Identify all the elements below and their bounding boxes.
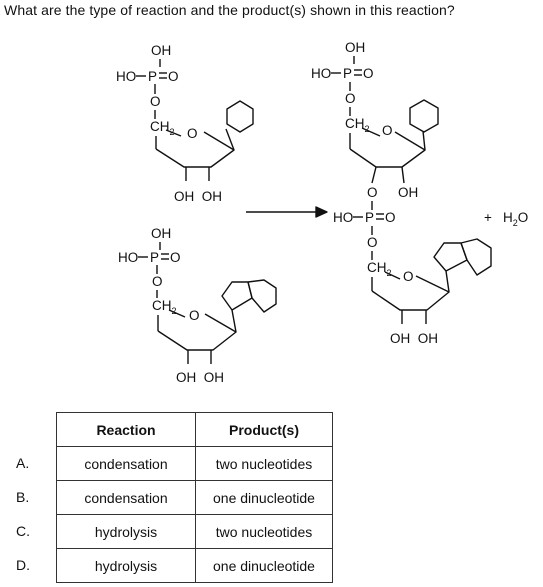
oxygen-label: O [385,210,396,225]
reaction-cell: hydrolysis [56,514,196,549]
question-text: What are the type of reaction and the pr… [4,2,455,18]
cyclopentane-ring [221,281,253,311]
ch2-label: CH2 [367,260,392,278]
oh-oh-label: OH OH [390,331,438,346]
ring-oxygen-label: O [187,126,198,141]
oh-oh-label: OH OH [176,370,224,385]
choice-letter-c[interactable]: C. [16,523,30,539]
reaction-cell: condensation [56,446,196,481]
oh-label: OH [151,43,171,58]
choice-letter-a[interactable]: A. [16,455,30,471]
oxygen-label: O [168,69,179,84]
ring-oxygen-label: O [189,308,200,323]
oh-label: OH [151,226,171,241]
reaction-diagram: OH HO P O O CH2 O OH OH OH HO P O O CH2 [116,40,528,385]
phosphorus-label: P [343,66,352,81]
product-cell: one dinucleotide [195,480,333,515]
ho-label: HO [118,250,138,265]
product-dinucleotide: OH HO P O O CH2 O O OH HO P O O CH2 [311,40,492,346]
table-row[interactable]: condensation two nucleotides [56,446,333,481]
product-cell: two nucleotides [195,514,333,549]
cyclohexane-ring [460,238,492,276]
water-byproduct: + H2O [484,210,528,228]
table-row[interactable]: hydrolysis one dinucleotide [56,548,333,583]
reactant-nucleotide-1: OH HO P O O CH2 O OH OH [116,43,254,204]
reaction-cell: hydrolysis [56,548,196,583]
table-row[interactable]: hydrolysis two nucleotides [56,514,333,549]
ch2-label: CH2 [150,119,175,137]
plus-sign: + [484,210,492,225]
cyclopentane-ring [433,242,468,272]
table-header-row: Reaction Product(s) [56,412,333,447]
choice-letter-d[interactable]: D. [16,557,30,573]
oxygen-label: O [367,235,378,250]
oxygen-label: O [363,66,374,81]
oxygen-label: O [345,91,356,106]
ring-oxygen-label: O [403,269,414,284]
table-row[interactable]: condensation one dinucleotide [56,480,333,515]
oh-label: OH [398,185,418,200]
header-reaction: Reaction [56,412,196,447]
oxygen-label: O [152,274,163,289]
bridge-oxygen-label: O [367,185,378,200]
reactant-nucleotide-2: OH HO P O O CH2 O OH OH [118,226,277,385]
cyclohexane-ring [247,279,277,313]
ho-label: HO [311,66,331,81]
ring-oxygen-label: O [382,123,393,138]
ch2-label: CH2 [152,298,177,316]
oh-oh-label: OH OH [174,189,222,204]
ch2-label: CH2 [345,116,370,134]
water-label: H2O [503,210,528,228]
phosphorus-label: P [148,69,157,84]
ho-label: HO [116,69,136,84]
reaction-arrow [246,206,328,218]
oxygen-label: O [150,94,161,109]
product-cell: two nucleotides [195,446,333,481]
oxygen-label: O [170,250,181,265]
phosphorus-label: P [365,210,374,225]
product-cell: one dinucleotide [195,548,333,583]
header-products: Product(s) [195,412,333,447]
answer-table: Reaction Product(s) condensation two nuc… [56,412,333,583]
ho-label: HO [333,210,353,225]
phosphorus-label: P [150,250,159,265]
choice-letter-b[interactable]: B. [16,489,30,505]
reaction-cell: condensation [56,480,196,515]
cyclohexane-base [409,99,439,133]
oh-label: OH [345,40,365,55]
cyclohexane-base [226,100,254,133]
